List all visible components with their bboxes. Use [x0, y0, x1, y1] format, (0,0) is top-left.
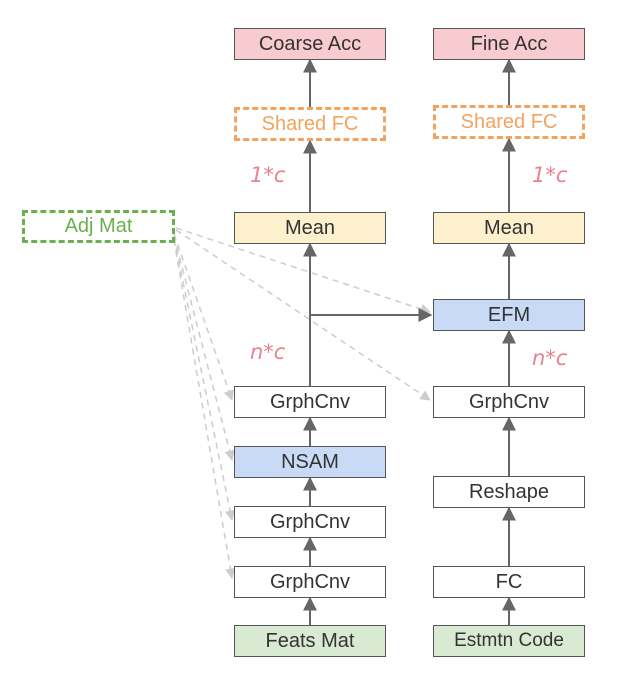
right-node-dim-label: n*c [532, 346, 568, 370]
left-gconv2-node: GrphCnv [234, 506, 386, 538]
fc-node: FC [433, 566, 585, 598]
left-mean-node: Mean [234, 212, 386, 244]
adj-edge-to-gconv1 [173, 233, 234, 401]
adj-edge-to-efm [175, 227, 431, 315]
adj-edge-to-nsam [173, 235, 235, 462]
coarse-acc-node: Coarse Acc [234, 28, 386, 60]
adj-edge-to-right-gconv [175, 229, 431, 401]
estimation-code-node: Estmtn Code [433, 625, 585, 657]
reshape-node: Reshape [433, 476, 585, 508]
left-gconv1-node: GrphCnv [234, 386, 386, 418]
adj-edge-to-gconv3 [173, 239, 236, 580]
adj-mat-node: Adj Mat [22, 210, 175, 243]
efm-node: EFM [433, 299, 585, 331]
feats-mat-node: Feats Mat [234, 625, 386, 657]
left-node-dim-label: n*c [250, 340, 286, 364]
left-pooled-dim-label: 1*c [250, 163, 286, 187]
fine-acc-node: Fine Acc [433, 28, 585, 60]
right-mean-node: Mean [433, 212, 585, 244]
left-shared-fc-node: Shared FC [234, 107, 386, 141]
adj-edges [173, 227, 431, 580]
right-shared-fc-node: Shared FC [433, 105, 585, 139]
right-gconv-node: GrphCnv [433, 386, 585, 418]
right-pooled-dim-label: 1*c [532, 163, 568, 187]
nsam-node: NSAM [234, 446, 386, 478]
left-gconv3-node: GrphCnv [234, 566, 386, 598]
adj-edge-to-gconv2 [173, 237, 236, 522]
left-column-edges [303, 58, 433, 625]
